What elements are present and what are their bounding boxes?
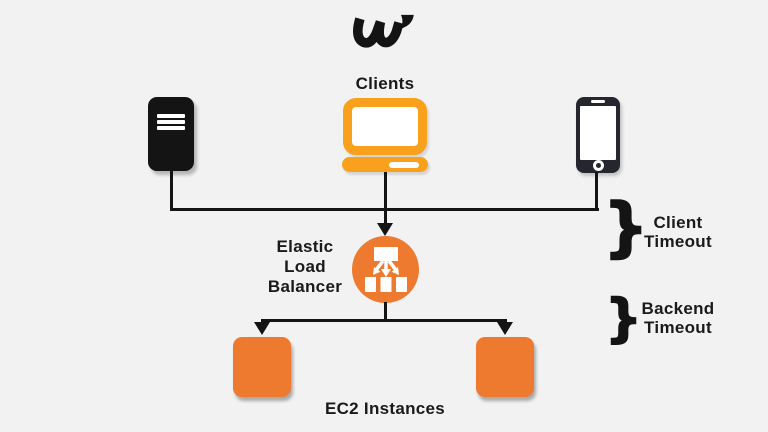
curly-brace-client-timeout: } [602,191,649,265]
elb-label: Elastic Load Balancer [246,237,364,297]
laptop-base [342,157,428,172]
ec2-instances-label: EC2 Instances [324,399,446,418]
phone-speaker [591,100,605,103]
backend-timeout-label: Backend Timeout [628,299,728,337]
laptop-trackpad [389,162,419,168]
connector-ec2-bus [261,319,507,322]
load-balancer-glyph [364,246,407,292]
client-timeout-label: Client Timeout [630,213,726,251]
laptop-icon [343,98,427,155]
clients-label: Clients [355,74,415,93]
connector-phone-drop [595,172,598,210]
ec2-instance-icon [476,337,534,397]
client-timeout-line: Timeout [644,232,712,251]
arrowhead-into-ec2-left-icon [254,322,270,335]
client-timeout-line: Client [653,213,703,232]
phone-home-button [592,160,604,171]
phone-home-dot [595,163,601,168]
load-balancer-icon [352,236,419,303]
connector-elb-drop [384,302,387,321]
elb-label-line: Load [284,257,326,276]
server-slot-line [157,114,185,118]
connector-laptop-to-elb [384,172,387,224]
phone-screen [580,106,616,160]
server-icon [148,97,194,171]
connector-server-drop [170,170,173,210]
elb-label-line: Elastic [276,237,334,256]
curly-brace-backend-timeout: } [604,289,643,349]
backend-timeout-line: Backend [641,299,715,318]
brand-w-logo-icon [353,14,414,48]
server-slot-line [157,120,185,124]
backend-timeout-line: Timeout [644,318,712,337]
server-slot-line [157,126,185,130]
elb-label-line: Balancer [267,277,343,296]
smartphone-icon [576,97,620,173]
ec2-instance-icon [233,337,291,397]
arrowhead-into-elb-icon [377,223,393,236]
arrowhead-into-ec2-right-icon [497,322,513,335]
